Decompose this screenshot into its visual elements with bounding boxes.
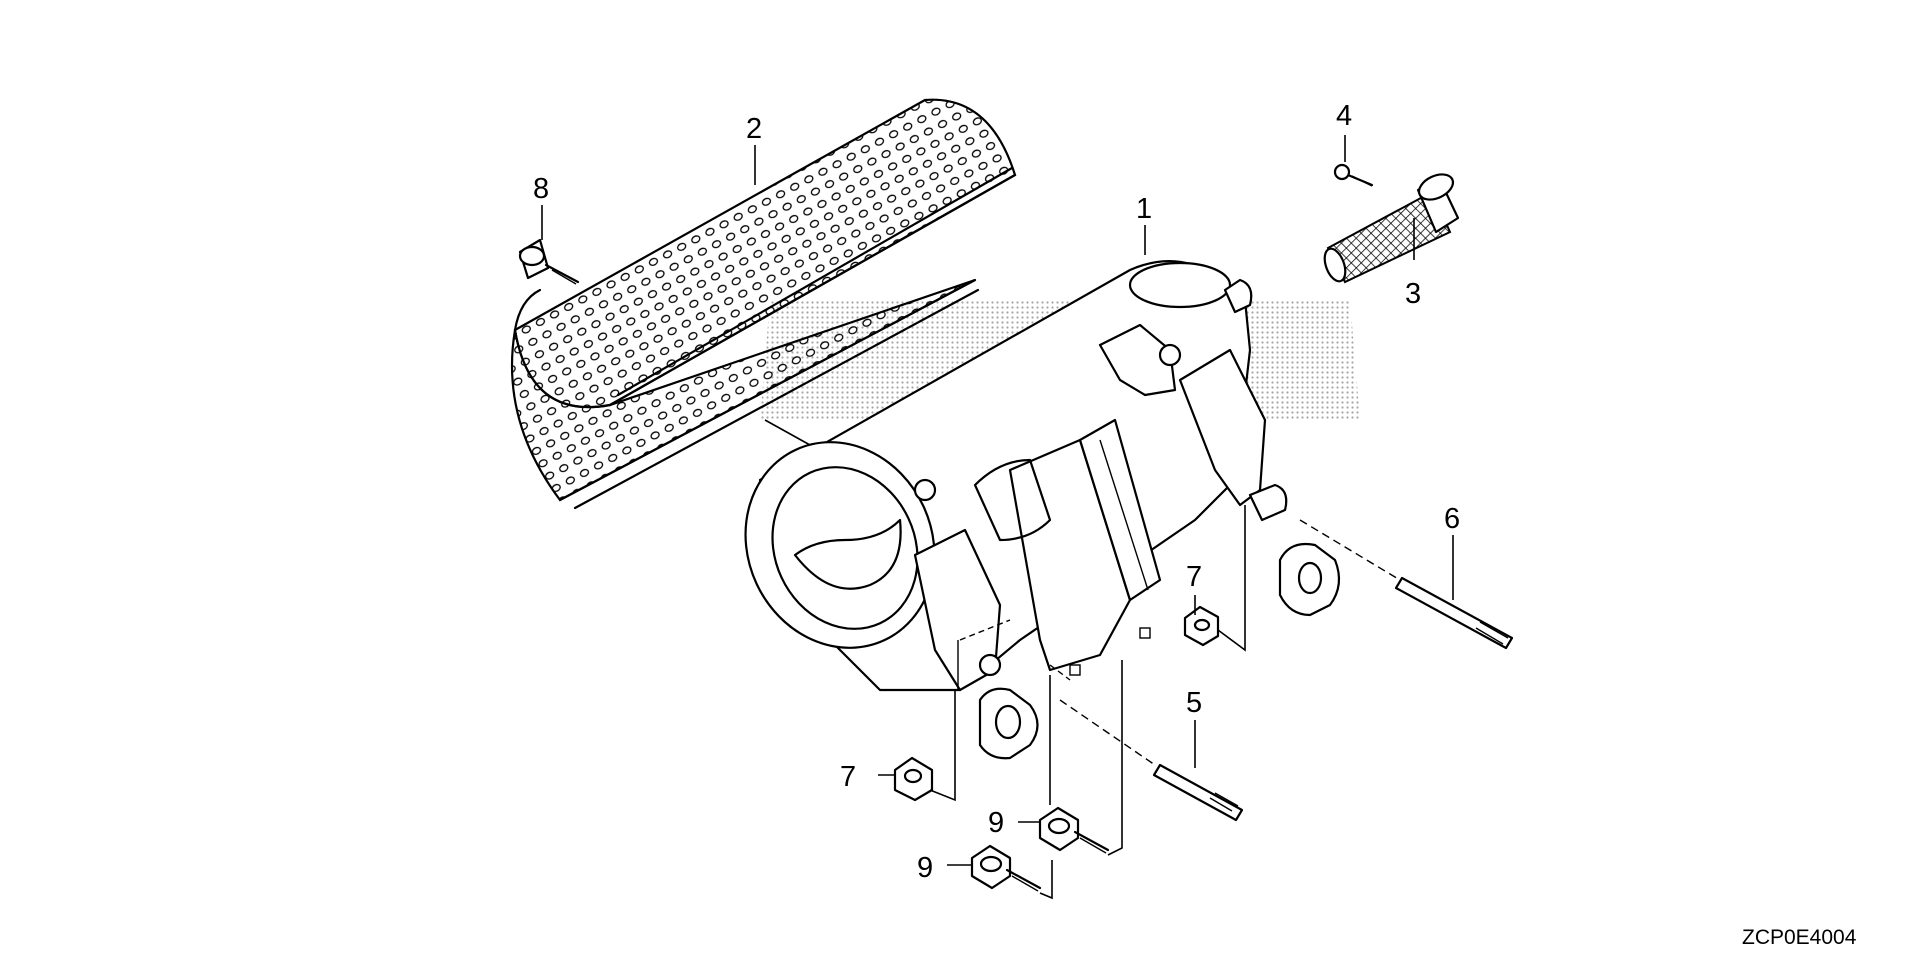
muffler-body	[744, 260, 1341, 760]
callout-2: 2	[746, 113, 762, 145]
stud-5	[1059, 699, 1244, 822]
diagram-code: ZCP0E4004	[1742, 926, 1857, 949]
callout-5: 5	[1186, 687, 1202, 719]
nut-7-right	[1183, 605, 1220, 647]
callout-4: 4	[1336, 100, 1352, 132]
assembly-lines	[541, 135, 1454, 900]
bolt-9-upper	[1038, 806, 1110, 854]
screw-4	[1333, 163, 1374, 187]
callout-1: 1	[1136, 193, 1152, 225]
callouts: 1 2 3 4 5 6 7 7 8 9 9	[533, 100, 1460, 884]
bolt-9-lower	[970, 844, 1042, 892]
callout-3: 3	[1405, 278, 1421, 310]
callout-9-lower: 9	[917, 852, 933, 884]
callout-7-left: 7	[840, 761, 856, 793]
perforated-heat-guard	[510, 98, 1017, 510]
spark-arrester	[1323, 173, 1460, 284]
callout-6: 6	[1444, 503, 1460, 535]
callout-8: 8	[533, 173, 549, 205]
stud-6	[1299, 519, 1514, 650]
nut-7-left	[893, 756, 934, 802]
callout-9-upper: 9	[988, 807, 1004, 839]
bolt-8	[518, 238, 580, 285]
callout-7-right: 7	[1186, 561, 1202, 593]
